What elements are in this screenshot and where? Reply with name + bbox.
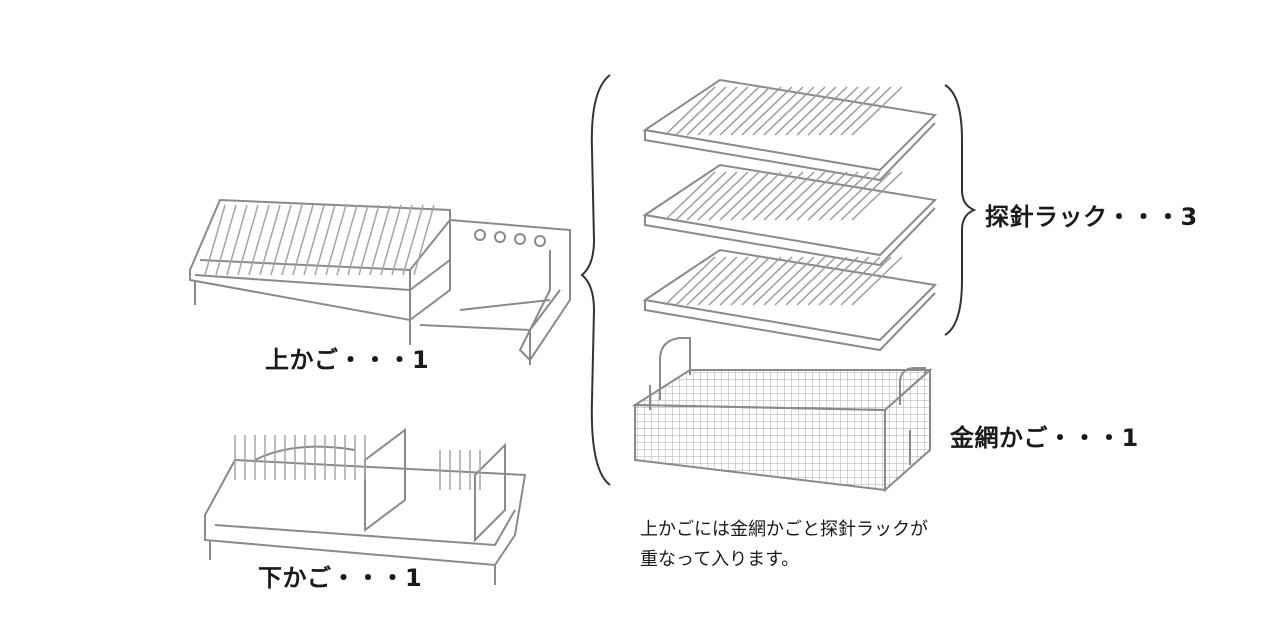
wire-basket-label: 金網かご・・・1 [950, 418, 1139, 453]
grouping-brace [580, 70, 620, 490]
assembly-note-line-1: 上かごには金網かごと探針ラックが [640, 515, 928, 545]
upper-basket-label: 上かご・・・1 [265, 340, 429, 375]
probe-rack-label: 探針ラック・・・3 [985, 197, 1198, 232]
wire-basket-image [630, 330, 940, 500]
assembly-note-line-2: 重なって入ります。 [640, 545, 928, 575]
assembly-note: 上かごには金網かごと探針ラックが 重なって入ります。 [640, 515, 928, 575]
lower-basket-label: 下かご・・・1 [258, 558, 422, 593]
probe-rack-brace [940, 80, 980, 340]
